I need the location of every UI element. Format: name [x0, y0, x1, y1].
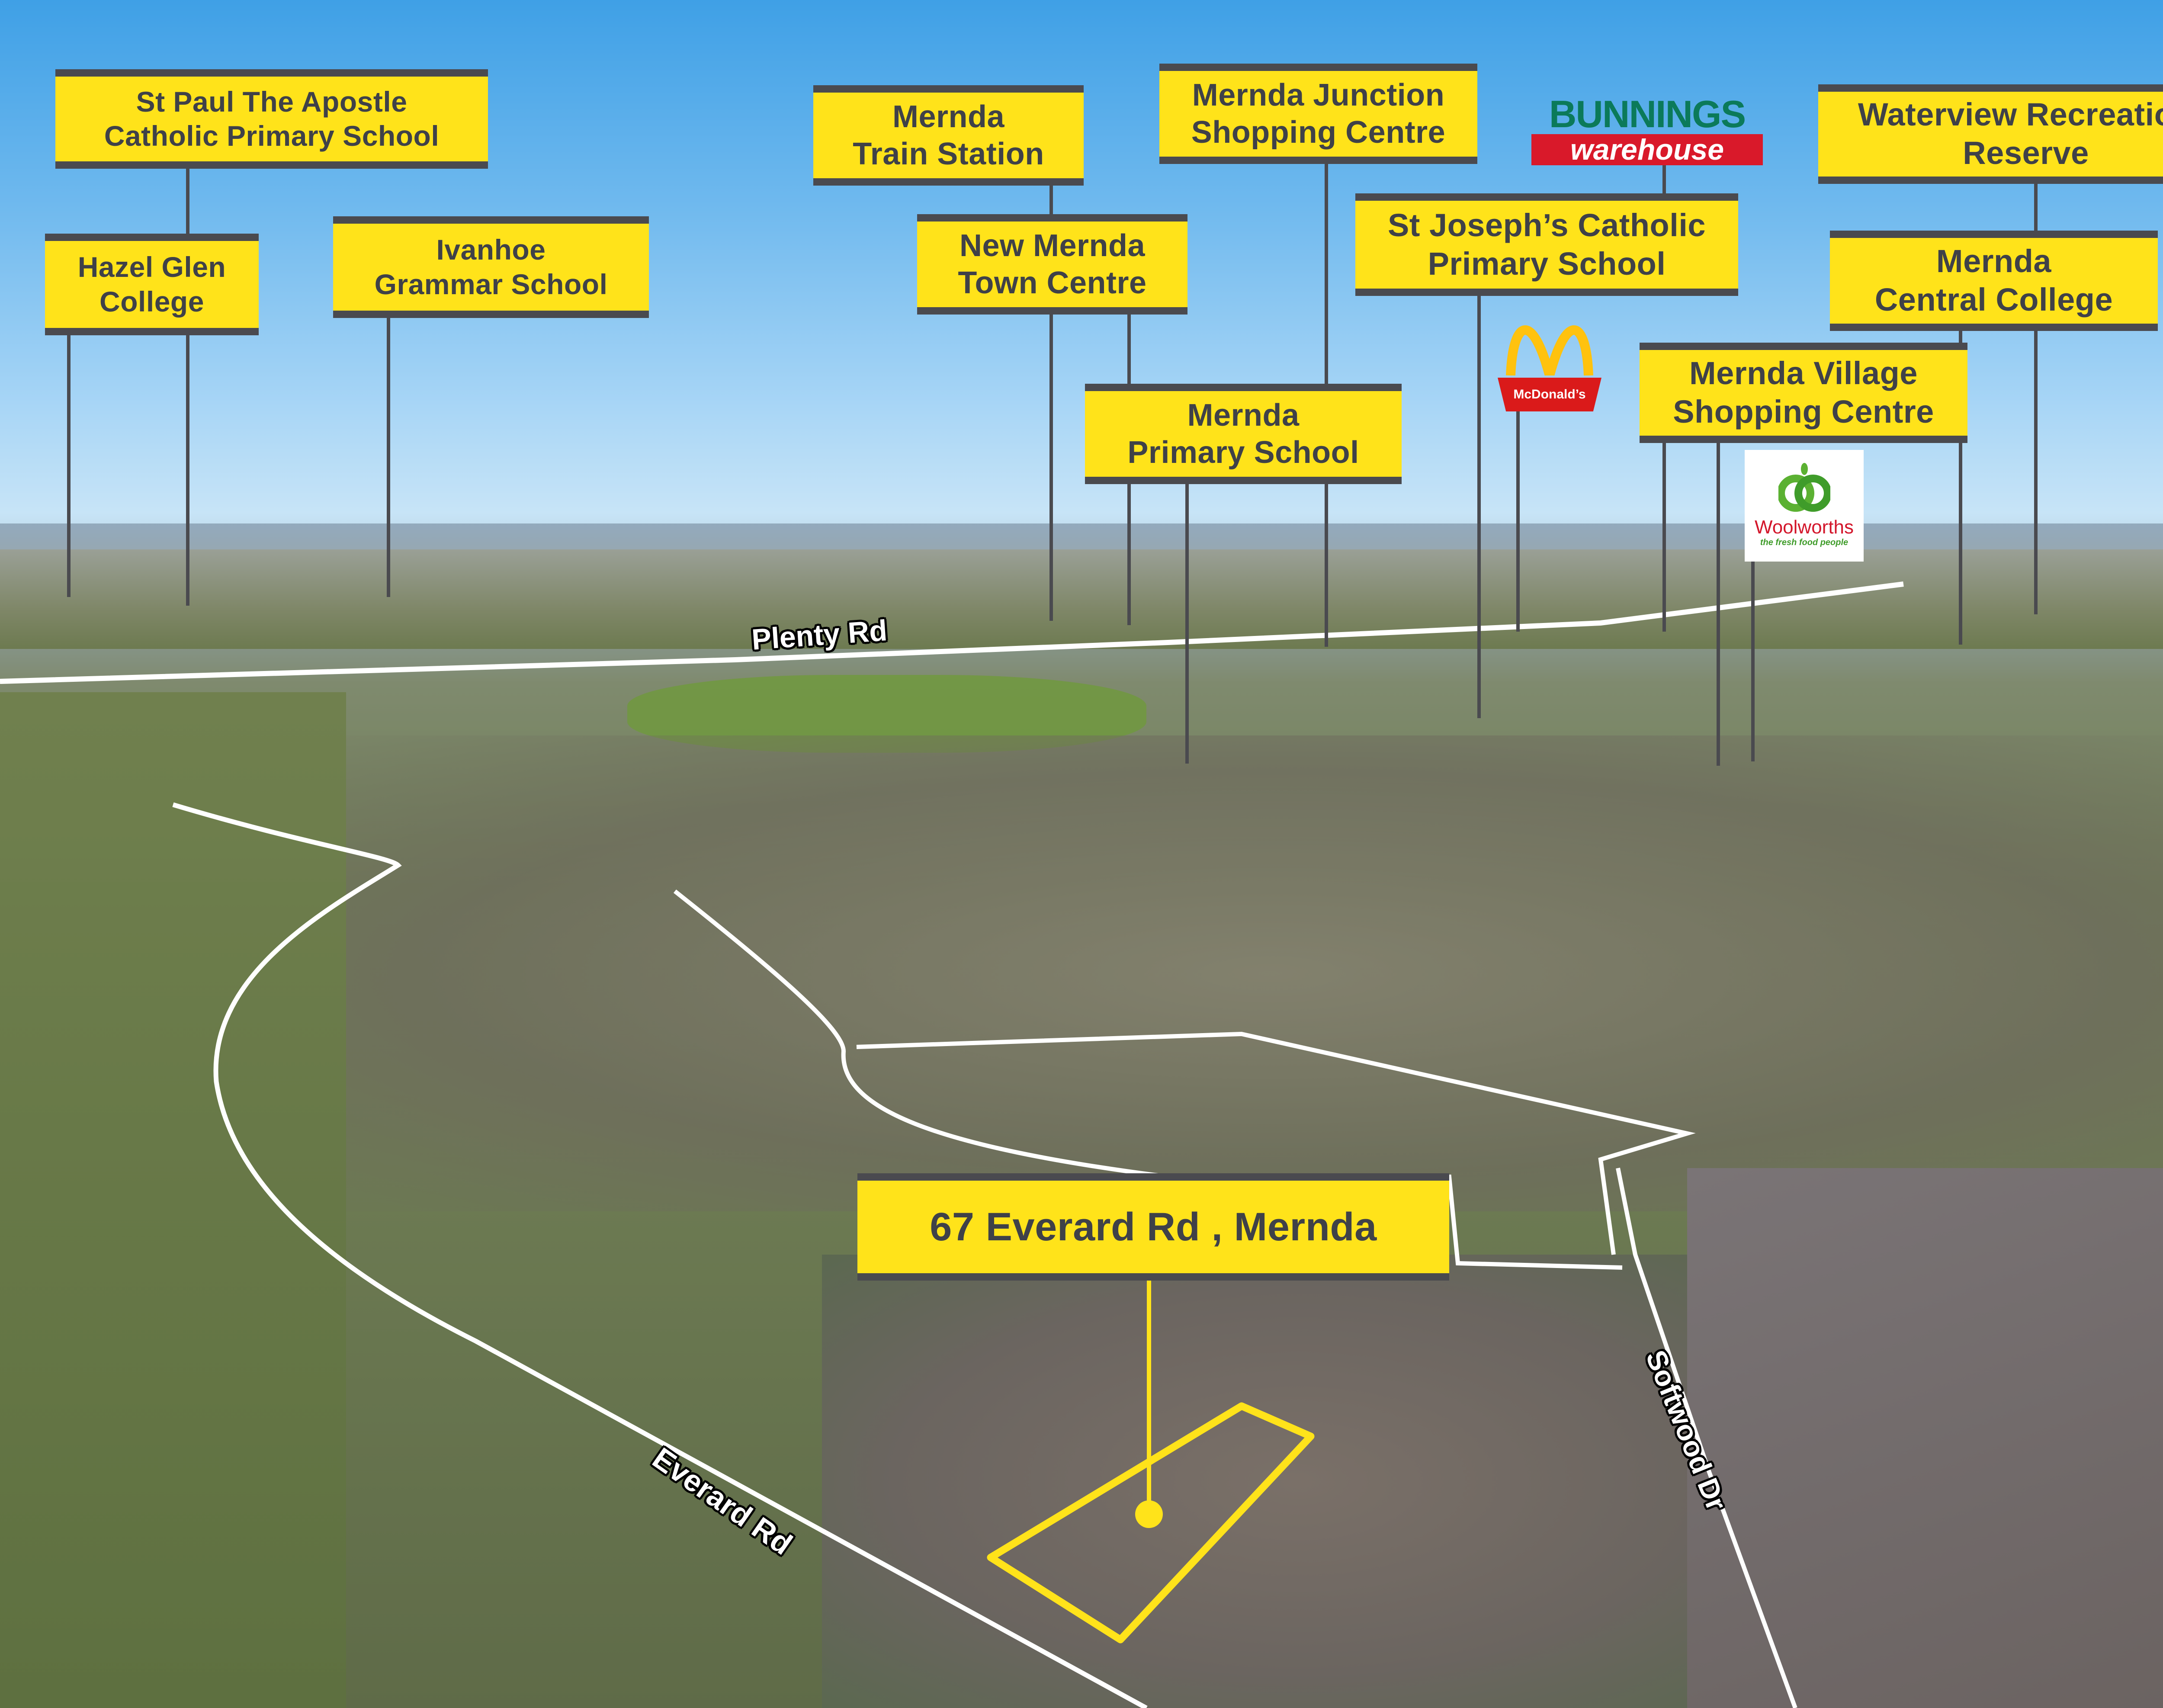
suburb-boundary-line	[673, 889, 1623, 1270]
sign-new-mernda: New Mernda Town Centre	[917, 214, 1187, 315]
pole-central-college-a	[2034, 329, 2038, 614]
golden-arches-icon	[1506, 325, 1593, 394]
sign-line-1: Mernda	[892, 99, 1005, 134]
pole-woolworths	[1751, 558, 1755, 761]
pole-mcdonalds	[1516, 411, 1520, 632]
sign-line-1: Hazel Glen	[77, 251, 226, 283]
sign-mernda-primary: Mernda Primary School	[1085, 384, 1402, 484]
pole-st-joseph	[1477, 294, 1481, 718]
everard-rd-line	[172, 802, 1148, 1708]
sign-line-2: Catholic Primary School	[104, 120, 440, 152]
property-boundary	[987, 1402, 1315, 1644]
sign-line-2: Reserve	[1963, 135, 2089, 171]
sign-line-2: Town Centre	[958, 266, 1147, 300]
woolworths-apple-icon	[1777, 463, 1832, 512]
pole-hazel-glen-b	[186, 333, 189, 606]
sign-line-2: Primary School	[1428, 245, 1666, 282]
woolworths-logo: Woolworths the fresh food people	[1745, 450, 1864, 562]
pole-central-college-b	[1959, 329, 1962, 645]
sign-hazel-glen: Hazel Glen College	[45, 234, 259, 335]
sign-line-1: Ivanhoe	[436, 234, 546, 266]
sign-train-station: Mernda Train Station	[813, 85, 1084, 186]
sign-st-joseph: St Joseph’s Catholic Primary School	[1355, 193, 1738, 296]
bunnings-warehouse-band: warehouse	[1531, 134, 1763, 165]
sign-line-2: College	[99, 285, 204, 318]
houses-foreground	[822, 1255, 1774, 1708]
sign-line-1: Mernda	[1187, 398, 1300, 433]
pole-train-station	[1049, 184, 1053, 621]
property-address: 67 Everard Rd , Mernda	[930, 1204, 1377, 1249]
sign-line-2: Primary School	[1127, 435, 1359, 470]
sign-line-2: Grammar School	[374, 268, 608, 300]
property-address-sign: 67 Everard Rd , Mernda	[857, 1173, 1449, 1281]
sign-central-college: Mernda Central College	[1830, 231, 2158, 331]
sign-waterview: Waterview Recreation Reserve	[1818, 84, 2163, 184]
sign-line-2: Train Station	[853, 137, 1044, 171]
bunnings-logo: BUNNINGS warehouse	[1531, 94, 1763, 166]
sign-line-1: Mernda Junction	[1192, 77, 1445, 112]
pole-mernda-primary	[1185, 482, 1189, 764]
suburb-center	[260, 735, 2163, 1211]
sign-line-2: Shopping Centre	[1191, 115, 1446, 150]
plenty-rd-line	[0, 581, 1904, 684]
sign-line-2: Shopping Centre	[1673, 394, 1934, 430]
sign-ivanhoe: Ivanhoe Grammar School	[333, 216, 649, 318]
sign-line-1: Waterview Recreation	[1858, 96, 2163, 133]
pole-village-b	[1717, 433, 1720, 766]
pole-st-paul	[186, 169, 189, 242]
block-top-line	[856, 1031, 1696, 1255]
sign-line-1: St Joseph’s Catholic	[1387, 207, 1706, 243]
sign-village: Mernda Village Shopping Centre	[1640, 343, 1967, 443]
woolworths-tagline: the fresh food people	[1760, 538, 1848, 547]
pole-ivanhoe	[387, 316, 390, 597]
sign-line-2: Central College	[1874, 282, 2113, 318]
pole-waterview	[2034, 182, 2038, 234]
houses-right	[1687, 1168, 2163, 1708]
pole-hazel-glen-a	[67, 333, 71, 597]
sign-junction: Mernda Junction Shopping Centre	[1159, 64, 1477, 164]
sign-line-1: New Mernda	[959, 228, 1146, 263]
sign-st-paul: St Paul The Apostle Catholic Primary Sch…	[55, 69, 488, 169]
bunnings-wordmark: BUNNINGS	[1549, 93, 1746, 135]
sign-line-1: St Paul The Apostle	[136, 85, 408, 118]
woolworths-wordmark: Woolworths	[1754, 517, 1854, 538]
softwood-dr-line	[1616, 1168, 1797, 1708]
property-pin-dot	[1135, 1500, 1163, 1528]
pole-village-a	[1662, 433, 1666, 632]
parkland-left	[0, 692, 346, 1708]
mcdonalds-logo: McDonald’s	[1498, 311, 1601, 414]
sign-line-1: Mernda	[1936, 243, 2052, 279]
sign-line-1: Mernda Village	[1689, 355, 1918, 392]
mcdonalds-bag: McDonald’s	[1498, 378, 1601, 411]
